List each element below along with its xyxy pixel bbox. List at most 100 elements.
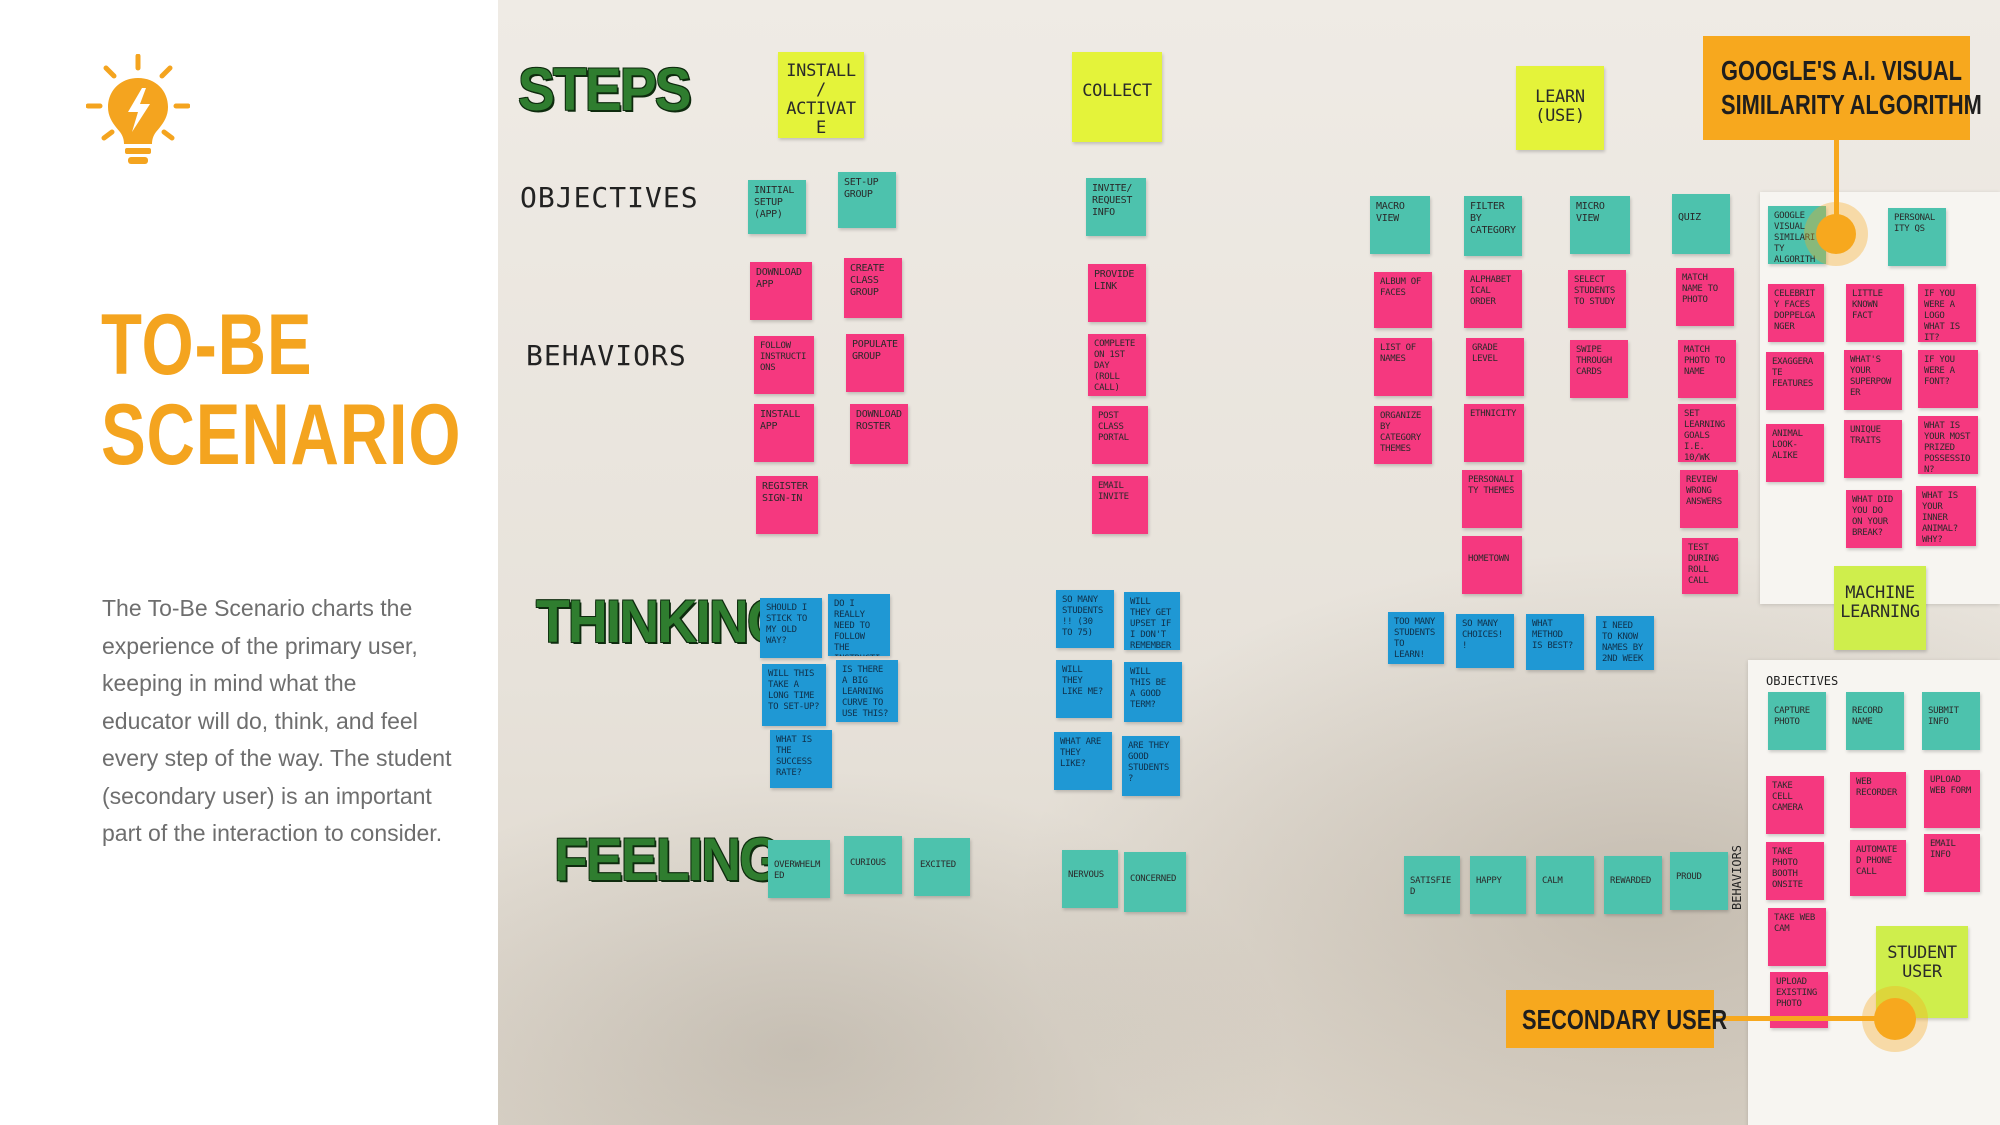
behavior-note: POST CLASS PORTAL	[1092, 406, 1148, 464]
student-behaviors-label: BEHAVIORS	[1730, 844, 1744, 910]
behavior-note: GRADE LEVEL	[1466, 338, 1524, 396]
thinking-note: TOO MANY STUDENTS TO LEARN!	[1388, 612, 1444, 664]
thinking-note: WHAT METHOD IS BEST?	[1526, 614, 1584, 670]
behavior-note: TAKE PHOTO BOOTH ONSITE	[1766, 842, 1824, 900]
behavior-note: ALPHABETICAL ORDER	[1464, 270, 1522, 328]
feeling-note: REWARDED	[1604, 856, 1662, 914]
behavior-note: DOWNLOAD APP	[750, 262, 812, 320]
step-note: COLLECT	[1072, 52, 1162, 142]
row-label-steps: STEPS	[518, 56, 692, 123]
secondary-callout-dot	[1874, 998, 1916, 1040]
behavior-note: PERSONALITY THEMES	[1462, 470, 1522, 528]
student-objectives-label: OBJECTIVES	[1766, 674, 1839, 688]
objective-note: MACRO VIEW	[1370, 196, 1430, 254]
objective-note: QUIZ	[1672, 194, 1730, 254]
left-panel: TO-BE SCENARIO The To-Be Scenario charts…	[0, 0, 498, 1125]
thinking-note: WHAT ARE THEY LIKE?	[1054, 732, 1112, 790]
objective-note: RECORD NAME	[1846, 692, 1904, 750]
google-callout-connector	[1834, 140, 1839, 236]
step-note: INSTALL/ ACTIVATE	[778, 52, 864, 138]
feeling-note: CALM	[1536, 856, 1594, 914]
feeling-note: HAPPY	[1470, 856, 1526, 914]
secondary-callout-text: SECONDARY USER	[1522, 1004, 1728, 1035]
thinking-note: WHAT IS THE SUCCESS RATE?	[770, 730, 832, 788]
behavior-note: SWIPE THROUGH CARDS	[1570, 340, 1628, 398]
feeling-note: OVERWHELMED	[768, 840, 830, 898]
lightbulb-icon	[86, 54, 190, 164]
thinking-note: IS THERE A BIG LEARNING CURVE TO USE THI…	[836, 660, 898, 722]
behavior-note: ORGANIZE BY CATEGORY THEMES	[1374, 406, 1432, 464]
row-label-thinking: THINKING	[536, 588, 790, 655]
behavior-note: ETHNICITY	[1464, 404, 1524, 462]
thinking-note: SHOULD I STICK TO MY OLD WAY?	[760, 598, 822, 658]
thinking-note: WILL THIS BE A GOOD TERM?	[1124, 662, 1182, 722]
behavior-note: UPLOAD WEB FORM	[1924, 770, 1980, 828]
behavior-note: IF YOU WERE A LOGO WHAT IS IT?	[1918, 284, 1976, 342]
objective-note: PERSONALITY QS	[1888, 208, 1946, 266]
google-callout-dot	[1816, 214, 1856, 254]
behavior-note: MATCH PHOTO TO NAME	[1678, 340, 1736, 398]
objective-note: INITIAL SETUP (APP)	[748, 180, 806, 234]
behavior-note: LIST OF NAMES	[1374, 338, 1432, 396]
behavior-note: SELECT STUDENTS TO STUDY	[1568, 270, 1626, 328]
google-algorithm-callout: GOOGLE'S A.I. VISUAL SIMILARITY ALGORITH…	[1703, 36, 1982, 140]
behavior-note: COMPLETE ON 1ST DAY (ROLL CALL)	[1088, 334, 1146, 396]
objective-note: MICRO VIEW	[1570, 196, 1630, 254]
behavior-note: TAKE CELL CAMERA	[1766, 776, 1824, 834]
feeling-note: CURIOUS	[844, 836, 902, 894]
behavior-note: WHAT'S YOUR SUPERPOWER	[1844, 350, 1902, 410]
behavior-note: SET LEARNING GOALS I.E. 10/WK	[1678, 404, 1736, 462]
thinking-note: I NEED TO KNOW NAMES BY 2ND WEEK	[1596, 616, 1654, 670]
objective-note: FILTER BY CATEGORY	[1464, 196, 1522, 256]
row-label-behaviors: BEHAVIORS	[526, 339, 687, 372]
behavior-note: DOWNLOAD ROSTER	[850, 404, 908, 464]
behavior-note: EMAIL INFO	[1924, 834, 1980, 892]
behavior-note: HOMETOWN	[1462, 536, 1522, 594]
google-callout-line-1: GOOGLE'S A.I. VISUAL	[1721, 55, 1963, 86]
behavior-note: EMAIL INVITE	[1092, 476, 1148, 534]
thinking-note: WILL THEY LIKE ME?	[1056, 660, 1112, 718]
behavior-note: CELEBRITY FACES DOPPELGANGER	[1768, 284, 1824, 342]
objective-note: INVITE/ REQUEST INFO	[1086, 178, 1146, 236]
title-line-1: TO-BE	[101, 297, 313, 393]
step-note: MACHINE LEARNING	[1834, 566, 1926, 650]
journey-map-board: STEPS OBJECTIVES BEHAVIORS THINKING FEEL…	[498, 0, 2000, 1125]
behavior-note: IF YOU WERE A FONT?	[1918, 350, 1978, 408]
behavior-note: INSTALL APP	[754, 404, 814, 462]
objective-note: CAPTURE PHOTO	[1768, 692, 1826, 750]
thinking-note: WILL THEY GET UPSET IF I DON'T REMEMBER?	[1124, 592, 1180, 650]
feeling-note: NERVOUS	[1062, 850, 1118, 908]
behavior-note: UNIQUE TRAITS	[1844, 420, 1902, 478]
slide-description: The To-Be Scenario charts the experience…	[102, 595, 452, 846]
secondary-callout-connector	[1714, 1016, 1894, 1021]
secondary-user-callout: SECONDARY USER	[1506, 990, 1728, 1048]
behavior-note: REGISTER SIGN-IN	[756, 476, 818, 534]
behavior-note: EXAGGERATE FEATURES	[1766, 352, 1824, 410]
behavior-note: AUTOMATED PHONE CALL	[1850, 840, 1906, 896]
title-line-2: SCENARIO	[101, 387, 462, 483]
row-label-objectives: OBJECTIVES	[520, 181, 699, 214]
behavior-note: PROVIDE LINK	[1088, 264, 1146, 322]
behavior-note: TAKE WEB CAM	[1768, 908, 1826, 966]
behavior-note: WHAT IS YOUR MOST PRIZED POSSESSION?	[1918, 416, 1978, 474]
step-note: LEARN (USE)	[1516, 66, 1604, 150]
row-label-feeling: FEELING	[554, 826, 782, 893]
thinking-note: WILL THIS TAKE A LONG TIME TO SET-UP?	[762, 664, 826, 726]
behavior-note: WHAT IS YOUR INNER ANIMAL? WHY?	[1916, 486, 1976, 546]
behavior-note: WHAT DID YOU DO ON YOUR BREAK?	[1846, 490, 1902, 548]
objective-note: SUBMIT INFO	[1922, 692, 1980, 750]
slide-title: TO-BE SCENARIO	[101, 300, 461, 480]
google-callout-line-2: SIMILARITY ALGORITHM	[1721, 89, 1982, 120]
feeling-note: SATISFIED	[1404, 856, 1460, 914]
feeling-note: PROUD	[1670, 852, 1728, 910]
feeling-note: CONCERNED	[1124, 852, 1186, 912]
feeling-note: EXCITED	[914, 838, 970, 896]
thinking-note: ARE THEY GOOD STUDENTS?	[1122, 736, 1180, 796]
behavior-note: FOLLOW INSTRUCTIONS	[754, 336, 814, 394]
behavior-note: TEST DURING ROLL CALL	[1682, 538, 1738, 594]
behavior-note: ANIMAL LOOK-ALIKE	[1766, 424, 1824, 482]
thinking-note: SO MANY STUDENTS!! (30 TO 75)	[1056, 590, 1114, 648]
behavior-note: CREATE CLASS GROUP	[844, 258, 902, 318]
behavior-note: POPULATE GROUP	[846, 334, 904, 392]
behavior-note: ALBUM OF FACES	[1374, 272, 1432, 328]
